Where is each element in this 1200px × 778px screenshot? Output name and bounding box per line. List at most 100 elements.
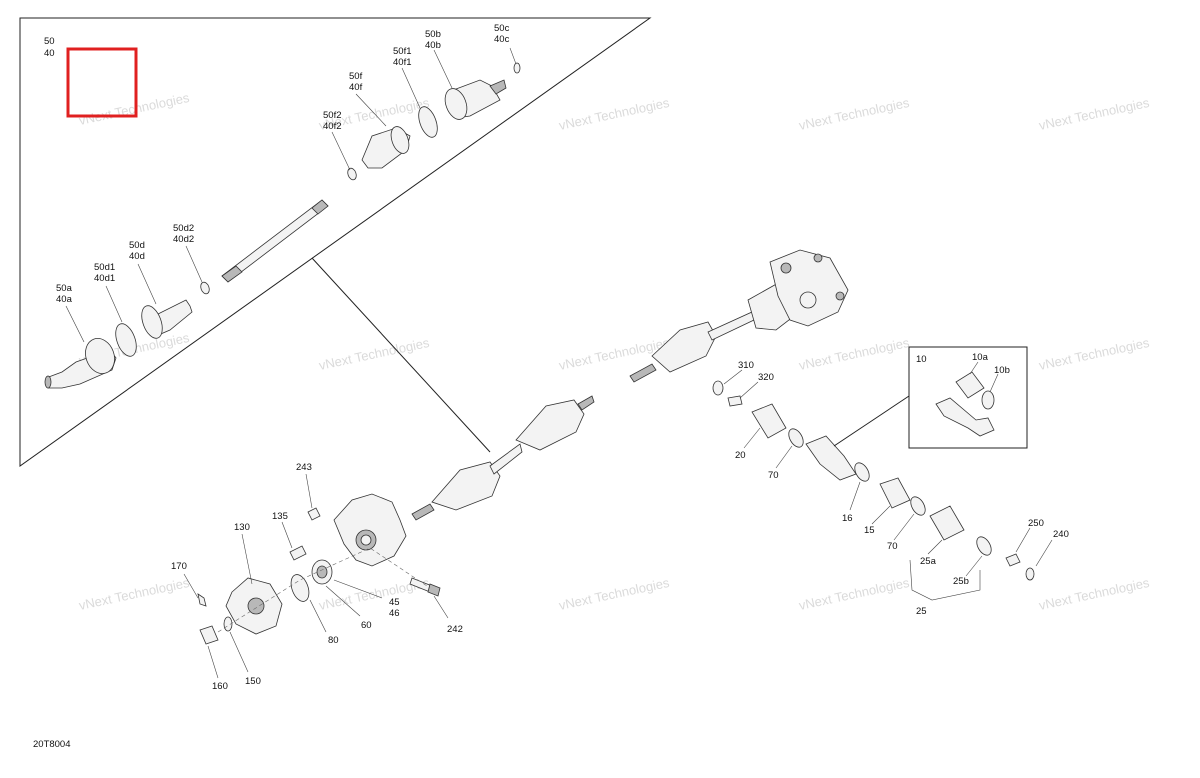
boot-clamp	[115, 323, 137, 357]
inner-cv-housing	[444, 79, 507, 120]
label-50d1: 50d1	[94, 262, 115, 273]
coupler-20	[751, 403, 787, 439]
watermark-text: vNext Technologies	[1038, 575, 1152, 613]
label-50f: 50f	[349, 71, 363, 82]
bearing-16	[854, 462, 870, 482]
ring-25b	[976, 536, 992, 556]
cv-boot	[141, 299, 193, 339]
label-240: 240	[1053, 529, 1069, 540]
detail-box-10: 10 10a 10b	[833, 346, 1028, 449]
watermark-text: vNext Technologies	[558, 95, 672, 133]
inner-cv-boot	[361, 126, 411, 169]
label-40d1: 40d1	[94, 273, 115, 284]
label-40c: 40c	[494, 34, 510, 45]
label-40a: 40a	[56, 294, 73, 305]
steering-knuckle	[333, 493, 407, 567]
label-242: 242	[447, 624, 463, 635]
label-70a: 70	[768, 470, 779, 481]
label-135: 135	[272, 511, 288, 522]
washer-240	[1025, 567, 1035, 581]
label-50c: 50c	[494, 23, 510, 34]
small-clamp	[200, 281, 210, 295]
label-25: 25	[916, 606, 927, 617]
part-10b	[981, 390, 995, 410]
watermark-text: vNext Technologies	[78, 575, 192, 613]
clamp-70-upper	[788, 428, 804, 448]
inset-connector-line	[311, 257, 491, 453]
label-40: 40	[44, 48, 55, 59]
label-310: 310	[738, 360, 754, 371]
watermark-text: vNext Technologies	[798, 575, 912, 613]
label-40b: 40b	[425, 40, 441, 51]
label-50d2: 50d2	[173, 223, 194, 234]
label-10b: 10b	[994, 365, 1010, 376]
label-150: 150	[245, 676, 261, 687]
label-40f1: 40f1	[393, 57, 412, 68]
label-40d: 40d	[129, 251, 145, 262]
label-10a: 10a	[972, 352, 989, 363]
label-243: 243	[296, 462, 312, 473]
label-250: 250	[1028, 518, 1044, 529]
boot-assembly	[805, 435, 857, 481]
diagram-code: 20T8004	[33, 739, 71, 750]
label-320: 320	[758, 372, 774, 383]
sleeve-25a	[929, 505, 965, 541]
detail-box-border	[908, 346, 1028, 449]
washer-150	[223, 616, 233, 632]
washer-310	[712, 380, 724, 396]
inner-boot-clamp	[418, 106, 438, 138]
bolt-135	[289, 545, 307, 561]
label-50b: 50b	[425, 29, 441, 40]
main-halfshaft	[411, 249, 849, 521]
label-160: 160	[212, 681, 228, 692]
part-10a	[955, 371, 985, 399]
label-40f: 40f	[349, 82, 363, 93]
label-170: 170	[171, 561, 187, 572]
castle-nut-160	[199, 625, 219, 645]
label-46: 46	[389, 608, 400, 619]
label-45: 45	[389, 597, 400, 608]
label-15: 15	[864, 525, 875, 536]
knuckle-hub-assembly: 243 135 130 170 45 46 60 80 242 150 160	[171, 462, 463, 692]
bearing-15	[879, 477, 911, 509]
bolt-320	[727, 395, 743, 407]
watermark-text: vNext Technologies	[798, 95, 912, 133]
label-16: 16	[842, 513, 853, 524]
outer-cv-joint-main	[431, 461, 501, 511]
label-80: 80	[328, 635, 339, 646]
label-60: 60	[361, 620, 372, 631]
label-40d2: 40d2	[173, 234, 194, 245]
drive-shaft-parts: 310 320 20 70 16 15 70 25a 25b 25 250 24…	[712, 360, 1069, 617]
part-10-shaft	[935, 397, 995, 437]
label-50a: 50a	[56, 283, 73, 294]
label-50: 50	[44, 36, 55, 47]
outer-cv-joint	[44, 338, 117, 389]
label-20: 20	[735, 450, 746, 461]
inset-border	[19, 17, 652, 467]
label-25a: 25a	[920, 556, 937, 567]
inner-cv-joint-main	[515, 399, 585, 451]
upper-cv-joint	[651, 321, 717, 373]
label-40f2: 40f2	[323, 121, 342, 132]
label-50f2: 50f2	[323, 110, 342, 121]
circlip	[513, 62, 521, 74]
cotter-pin-170	[197, 593, 207, 607]
detail-box-connector	[833, 395, 910, 447]
inner-small-clamp	[347, 167, 357, 181]
circlip-80	[290, 574, 310, 602]
watermark-text: vNext Technologies	[1038, 95, 1152, 133]
label-130: 130	[234, 522, 250, 533]
bolt-250	[1005, 553, 1021, 567]
label-50d: 50d	[129, 240, 145, 251]
label-70b: 70	[887, 541, 898, 552]
label-25b: 25b	[953, 576, 969, 587]
watermark-text: vNext Technologies	[78, 90, 192, 128]
watermark-layer: vNext Technologies vNext Technologies vN…	[78, 90, 1152, 613]
watermark-text: vNext Technologies	[1038, 335, 1152, 373]
label-10: 10	[916, 354, 927, 365]
highlight-box	[66, 47, 138, 118]
watermark-text: vNext Technologies	[558, 575, 672, 613]
label-50f1: 50f1	[393, 46, 412, 57]
detail-inset-panel: 50 40	[19, 17, 652, 467]
